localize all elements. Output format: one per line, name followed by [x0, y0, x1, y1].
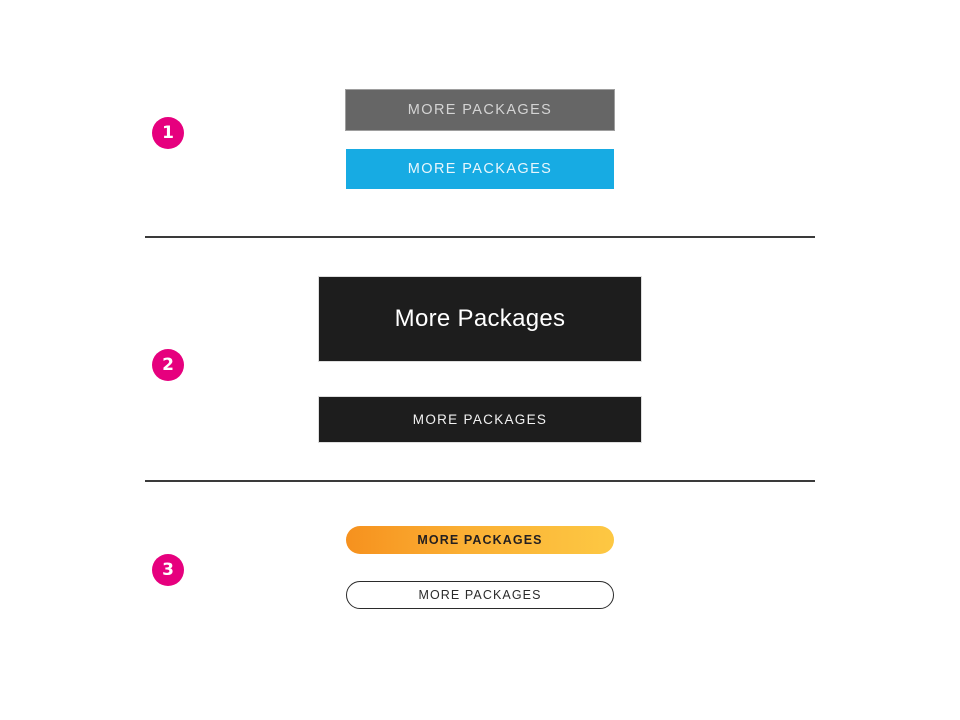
more-packages-button-black-small[interactable]: MORE PACKAGES: [319, 397, 641, 442]
section-badge-3: 3: [152, 554, 184, 586]
more-packages-button-black-large[interactable]: More Packages: [319, 277, 641, 361]
section-badge-1: 1: [152, 117, 184, 149]
more-packages-button-cyan[interactable]: MORE PACKAGES: [346, 149, 614, 189]
more-packages-button-grey[interactable]: MORE PACKAGES: [346, 90, 614, 130]
more-packages-button-orange-gradient[interactable]: MORE PACKAGES: [346, 526, 614, 554]
section-divider-2: [145, 480, 815, 482]
section-badge-2: 2: [152, 349, 184, 381]
section-divider-1: [145, 236, 815, 238]
more-packages-button-outline[interactable]: MORE PACKAGES: [346, 581, 614, 609]
